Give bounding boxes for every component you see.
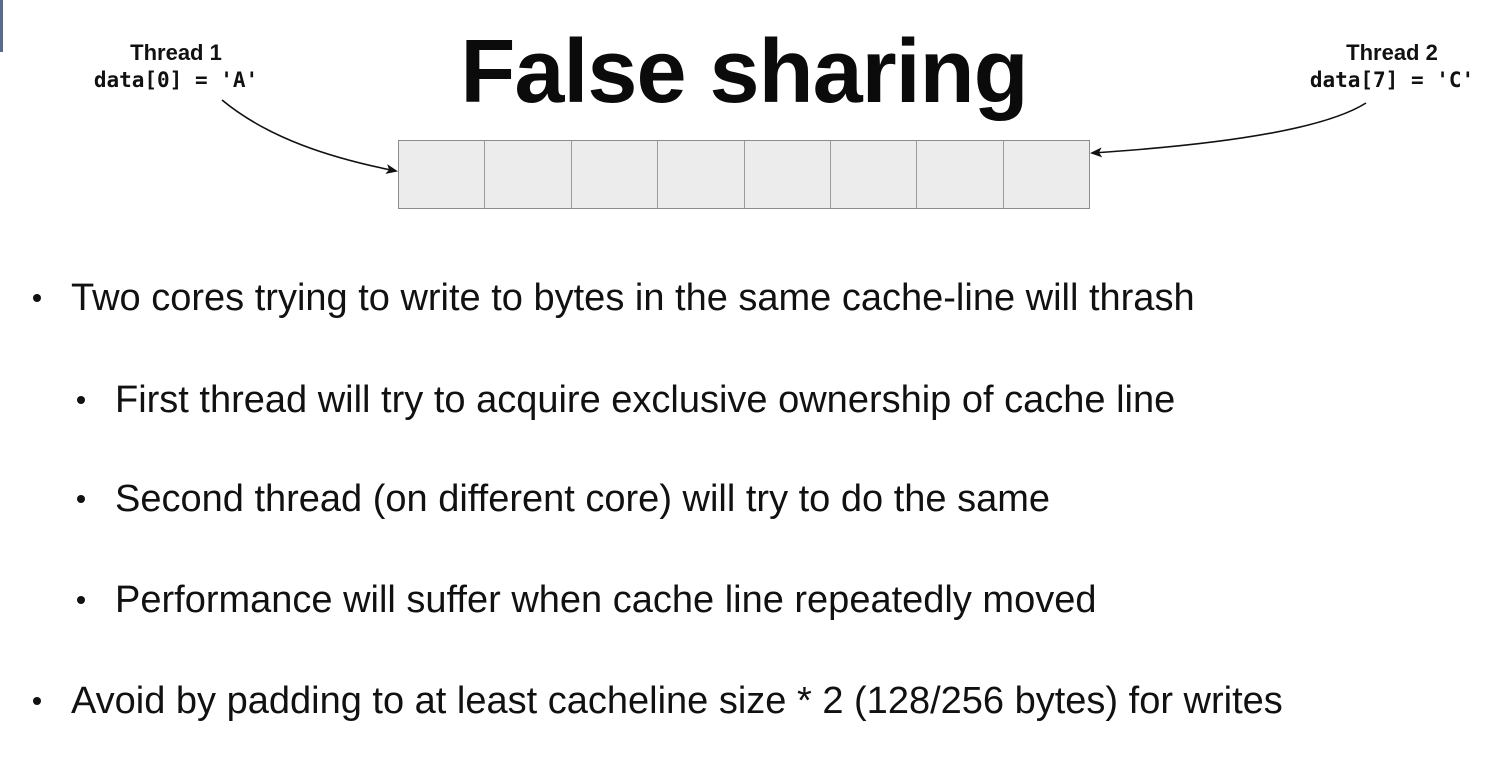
sub-bullet-item: Performance will suffer when cache line … [77,578,1097,622]
sub-bullet-item: First thread will try to acquire exclusi… [77,378,1176,422]
bullet-dot [33,294,41,302]
cache-line-byte [1003,141,1089,208]
cache-line-byte [485,141,572,208]
cache-line-byte [830,141,918,208]
bullet-dot [77,396,85,404]
bullet-dot [77,495,85,503]
cache-line-byte [399,141,486,208]
bullet-dot [33,697,41,705]
bullet-item: Avoid by padding to at least cacheline s… [33,679,1283,723]
bullet-text: Performance will suffer when cache line … [115,579,1097,621]
bullet-text: Second thread (on different core) will t… [115,478,1051,520]
cache-line-byte [571,141,659,208]
cache-line-byte [658,141,745,208]
sub-bullet-item: Second thread (on different core) will t… [77,477,1051,521]
bullet-item: Two cores trying to write to bytes in th… [33,276,1195,320]
cache-line-byte [917,141,1004,208]
thread-1-code: data[0] = 'A' [93,68,259,92]
thread-2-code: data[7] = 'C' [1309,68,1475,92]
cache-line [398,140,1090,209]
thread-2-name: Thread 2 [1346,40,1438,65]
thread-1-name: Thread 1 [130,40,222,65]
bullet-text: First thread will try to acquire exclusi… [115,379,1176,421]
bullet-text: Avoid by padding to at least cacheline s… [71,680,1283,722]
window-edge-marker [0,0,3,52]
bullet-text: Two cores trying to write to bytes in th… [71,277,1195,319]
cache-line-byte [744,141,831,208]
slide-title: False sharing [460,22,1028,122]
bullet-dot [77,596,85,604]
thread-1-label: Thread 1 data[0] = 'A' [68,40,284,94]
thread-2-label: Thread 2 data[7] = 'C' [1284,40,1500,94]
